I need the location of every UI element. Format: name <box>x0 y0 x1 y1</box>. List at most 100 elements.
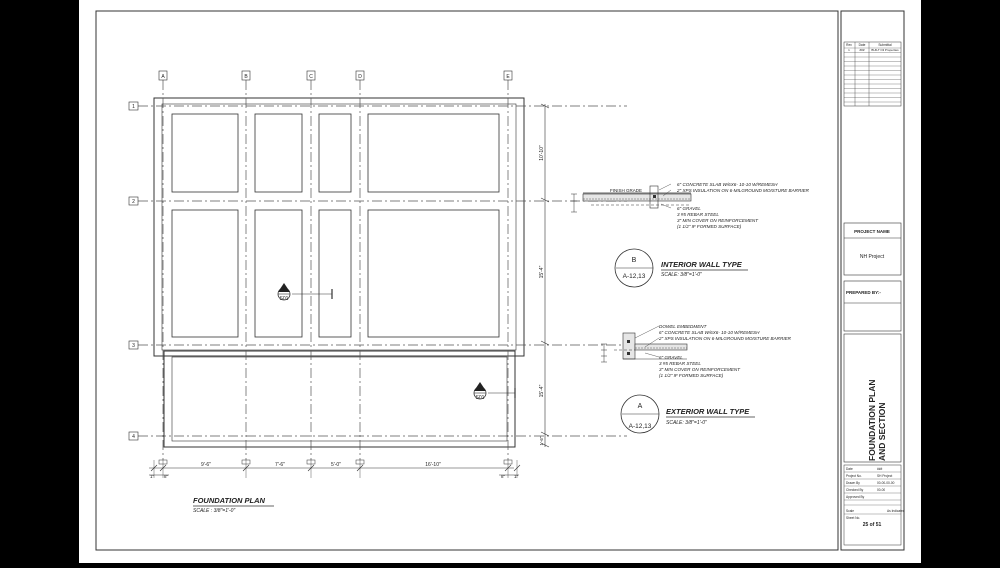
grid-label: A <box>161 74 165 80</box>
detail-title: EXTERIOR WALL TYPE <box>666 407 750 416</box>
info-value: SH Project <box>877 474 892 478</box>
sheet-no-label: Sheet No. <box>846 516 860 520</box>
grid-bubble <box>128 431 139 441</box>
rev-cell: BUILT Oil Properties <box>871 48 899 52</box>
info-value: ### <box>877 467 883 471</box>
grid-bubble <box>128 101 139 111</box>
grid-bubble <box>128 340 139 350</box>
detail-note: DOWEL EMBEDMENT <box>659 324 708 329</box>
grid-label: 4 <box>132 434 135 440</box>
section-marker-sheet: S01 <box>280 296 289 302</box>
grid-bubble <box>158 70 168 81</box>
grid-label: 3 <box>132 343 135 349</box>
slab-panel <box>367 113 500 193</box>
dimension-label: 15'-4" <box>539 265 545 278</box>
dimension-label: 1" <box>514 474 519 479</box>
info-label: Project No. <box>846 474 862 478</box>
detail-note: 6" GRAVEL <box>659 355 683 360</box>
slab-panel <box>367 209 500 338</box>
grid-label: E <box>506 74 510 80</box>
slab-panel <box>254 113 303 193</box>
detail-note: 3" MIN COVER ON REINFORCEMENT <box>677 218 759 223</box>
rev-header: Rev <box>846 43 852 47</box>
dimension-label: 15'-4" <box>539 384 545 397</box>
grid-bubble <box>355 70 365 81</box>
plan-title: FOUNDATION PLAN <box>193 496 266 505</box>
dimension-label: 1'-6" <box>539 436 544 445</box>
info-label: Approved By <box>846 495 865 499</box>
project-name-box <box>843 222 902 276</box>
detail-note: 3" MIN COVER ON REINFORCEMENT <box>659 367 741 372</box>
dimension-label: 5'-0" <box>331 462 341 468</box>
detail-title: INTERIOR WALL TYPE <box>661 260 743 269</box>
detail-tag-ref: A-12,13 <box>623 273 646 280</box>
section-marker: A S01 <box>277 283 333 302</box>
grid-label: B <box>244 74 248 80</box>
dimension-label: 8" <box>164 474 169 479</box>
rev-header: Submittal <box>878 43 892 47</box>
section-marker-sheet: S01 <box>476 395 485 401</box>
finish-grade-label: FINISH GRADE <box>610 188 642 193</box>
grid-lines: A B C D E 1 2 3 4 <box>128 70 627 465</box>
right-dimensions: 10'-10" 15'-4" 15'-4" 1'-6" <box>539 103 550 448</box>
grid-label: 2 <box>132 199 135 205</box>
sheet-title: FOUNDATION PLANAND SECTION <box>867 379 887 461</box>
detail-tag: B A-12,13 <box>614 248 654 288</box>
dimension-label: 8" <box>501 474 506 479</box>
exterior-wall-detail: DOWEL EMBEDMENT 6" CONCRETE SLAB W/6X6- … <box>601 324 792 434</box>
scale-label: Scale <box>846 509 854 513</box>
slab-panel <box>254 209 303 338</box>
detail-note: (1 1/2" IF FORMED SURFACE) <box>677 224 742 229</box>
title-block-border <box>840 10 905 551</box>
prepared-by-label: PREPARED BY:- <box>846 290 881 295</box>
grid-bubble <box>241 70 251 81</box>
detail-tag-ref: A-12,13 <box>629 423 652 430</box>
slab-panel <box>318 113 352 193</box>
slab-panel <box>318 209 352 338</box>
detail-note: (1 1/2" IF FORMED SURFACE) <box>659 373 724 378</box>
slab-inner-upper <box>161 103 517 351</box>
rev-cell: ### <box>859 48 864 52</box>
project-name-label: PROJECT NAME <box>854 229 890 234</box>
dimension-label: 16'-10" <box>425 462 441 468</box>
grid-label: 1 <box>132 104 135 110</box>
detail-note: 2" XPS INSULATION ON 6-MILGROUND MOISTUR… <box>676 188 810 193</box>
detail-scale: SCALE: 3/8"=1'-0" <box>661 272 702 278</box>
detail-tag-letter: A <box>638 403 643 410</box>
slab-inner-lower <box>171 356 508 442</box>
info-value: 00-00-00-00 <box>877 481 895 485</box>
grid-label: C <box>309 74 313 80</box>
detail-note: 2" XPS INSULATION ON 6-MILGROUND MOISTUR… <box>658 336 792 341</box>
info-label: Date <box>846 467 853 471</box>
grid-bubble <box>503 70 513 81</box>
sheet-number: 25 of 51 <box>863 522 882 528</box>
title-block: Rev Date Submittal 1 ### BUILT Oil Prope… <box>843 41 905 546</box>
sheet-title-box <box>843 333 902 463</box>
bottom-dimensions: 9'-6" 7'-6" 5'-0" 16'-10" 1" 8" 8" 1" <box>149 460 521 479</box>
dimension-label: 10'-10" <box>539 145 545 161</box>
grid-label: D <box>358 74 362 80</box>
interior-wall-detail: FINISH GRADE 6" CONCRETE SLAB W/6X6- 10-… <box>571 182 810 288</box>
section-marker: A S01 <box>473 382 516 401</box>
detail-note: 6" CONCRETE SLAB W/6X6- 10-10 W/REMESH <box>677 182 778 187</box>
revision-table: Rev Date Submittal 1 ### BUILT Oil Prope… <box>843 41 902 107</box>
info-label: Drawn By <box>846 481 860 485</box>
slab-panel <box>171 209 239 338</box>
scale-value: As Indicated <box>887 509 905 513</box>
dimension-label: 9'-6" <box>201 462 211 468</box>
section-marker-letter: A <box>478 387 482 393</box>
detail-note: 6" GRAVEL <box>677 206 701 211</box>
detail-note: 6" CONCRETE SLAB W/6X6- 10-10 W/REMESH <box>659 330 760 335</box>
info-label: Checked By <box>846 488 864 492</box>
sheet-border <box>95 10 839 551</box>
section-marker-letter: A <box>282 288 286 294</box>
detail-note: 3 #5 REBAR STEEL <box>659 361 701 366</box>
slab-panel <box>171 113 239 193</box>
detail-tag: A A-12,13 <box>620 394 660 434</box>
rev-cell: 1 <box>848 48 850 52</box>
info-value: 00-00 <box>877 488 885 492</box>
dimension-label: 7'-6" <box>275 462 285 468</box>
